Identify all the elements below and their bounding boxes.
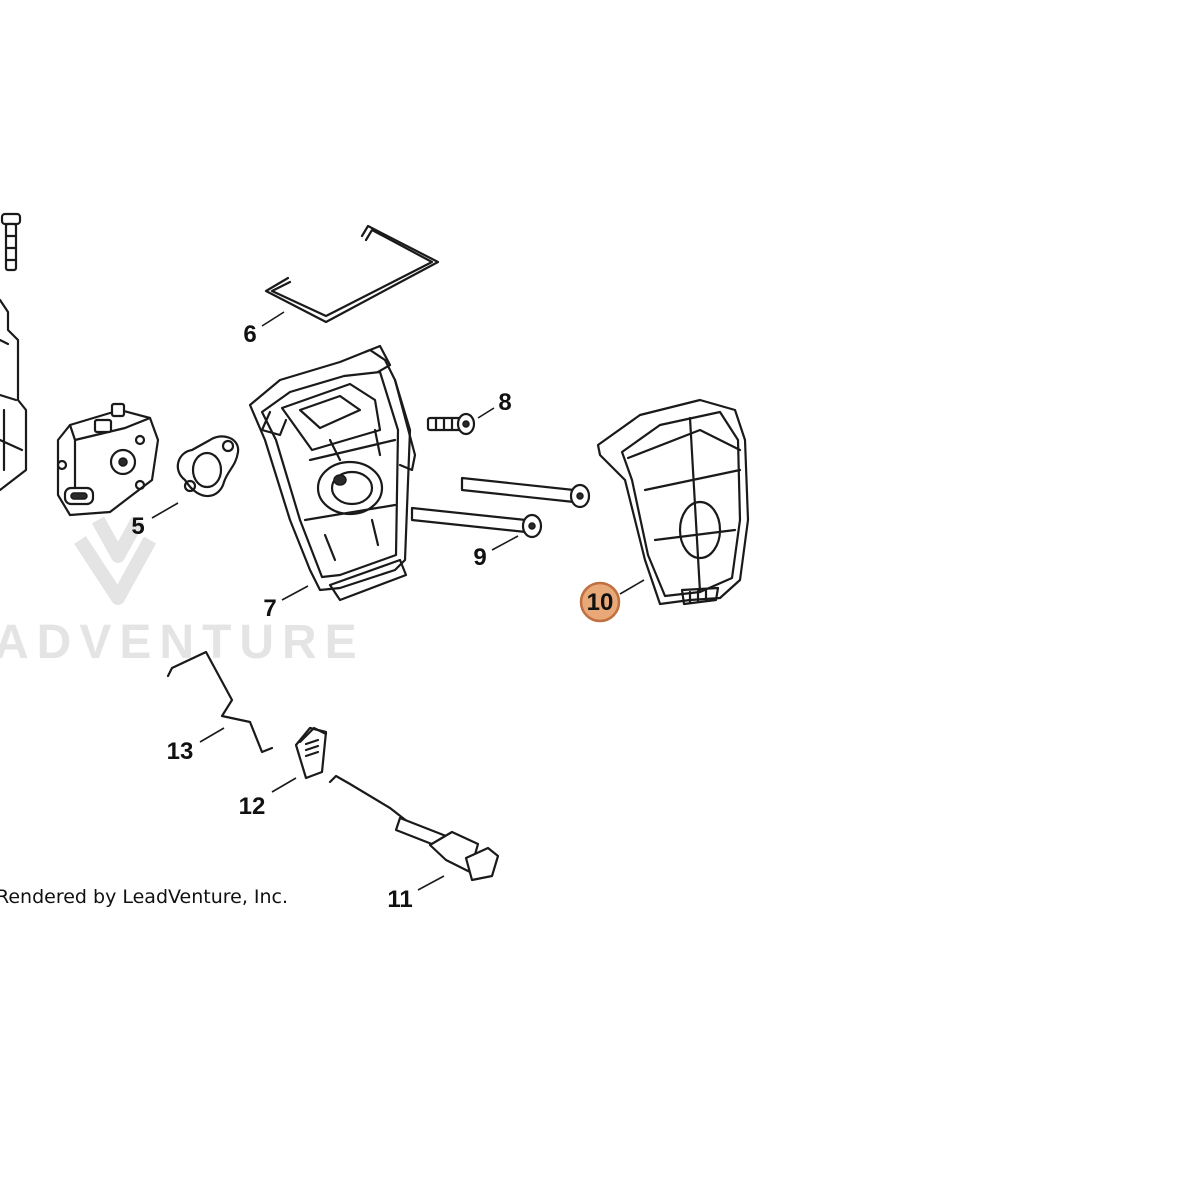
leader-8 bbox=[477, 407, 495, 419]
part-12-clip bbox=[294, 726, 328, 780]
callout-10[interactable]: 10 bbox=[587, 589, 614, 616]
part-11-choke-rod bbox=[328, 774, 500, 882]
leader-5 bbox=[151, 502, 179, 519]
callout-12[interactable]: 12 bbox=[239, 793, 266, 820]
callout-8[interactable]: 8 bbox=[498, 389, 511, 416]
part-13-wire bbox=[166, 650, 274, 754]
callout-6[interactable]: 6 bbox=[243, 321, 256, 348]
left-edge-screw bbox=[0, 212, 22, 272]
part-8-screw bbox=[426, 412, 476, 436]
part-9-long-screws bbox=[410, 476, 591, 539]
callout-9[interactable]: 9 bbox=[473, 544, 486, 571]
leader-9 bbox=[491, 535, 519, 551]
callout-11[interactable]: 11 bbox=[387, 886, 412, 913]
part-5-gasket bbox=[176, 435, 240, 498]
leader-6 bbox=[261, 311, 285, 327]
leader-12 bbox=[271, 777, 297, 793]
leader-11 bbox=[417, 875, 445, 891]
left-edge-assembly bbox=[0, 298, 28, 492]
part-5-carburetor bbox=[56, 402, 160, 517]
part-6-wire-clip bbox=[264, 224, 440, 324]
part-7-filter-base bbox=[248, 344, 417, 602]
leader-10 bbox=[619, 579, 645, 595]
callout-7[interactable]: 7 bbox=[263, 595, 276, 622]
leader-13 bbox=[199, 727, 225, 743]
part-10-air-filter bbox=[596, 398, 750, 606]
leader-7 bbox=[281, 585, 309, 601]
watermark-text: ADVENTURE bbox=[0, 616, 365, 669]
callout-10-highlight bbox=[579, 581, 621, 623]
render-credit: Rendered by LeadVenture, Inc. bbox=[0, 886, 289, 908]
watermark-logo bbox=[74, 516, 157, 605]
callout-13[interactable]: 13 bbox=[167, 738, 194, 765]
callout-5[interactable]: 5 bbox=[131, 513, 144, 540]
